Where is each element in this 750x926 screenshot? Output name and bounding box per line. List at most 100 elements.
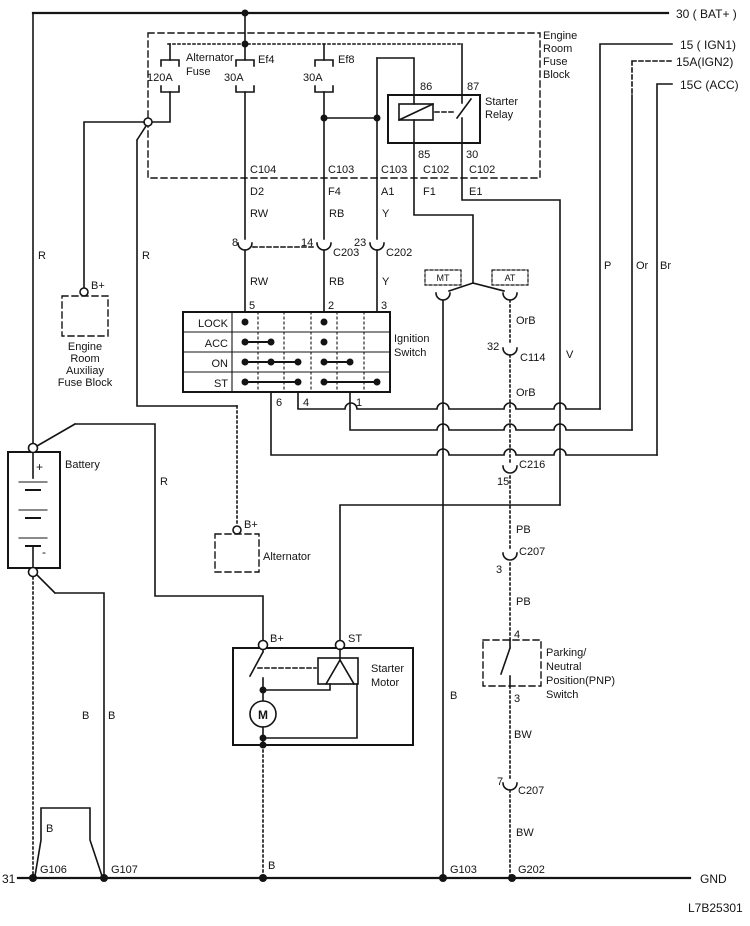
wire-color: B (82, 710, 89, 722)
ignition-pin-top: 5 (249, 300, 255, 312)
c203-pin8: 8 (232, 237, 238, 249)
alternator: R B+ Alternator (135, 124, 311, 573)
wire-color: Y (382, 276, 390, 288)
engine-room-fuse-block: Engine Room Fuse Block Alternator Fuse 1… (143, 12, 577, 179)
position-lock: LOCK (198, 318, 229, 330)
power-rails: 30 ( BAT+ ) 15 ( IGN1) 15A(IGN2) 15C (AC… (31, 7, 739, 456)
connector-pin: E1 (469, 186, 482, 198)
gnd-label: GND (700, 872, 727, 886)
connector-c216-icon (502, 465, 518, 474)
wire-color: B (450, 690, 457, 702)
relay-pin86: 86 (420, 81, 432, 93)
aux-name-4: Fuse Block (58, 377, 113, 389)
solenoid-icon (317, 657, 359, 685)
connector-name: C102 (423, 164, 449, 176)
ignition-switch: LOCK ACC ON ST Ignition Switch 6 4 1 (182, 311, 429, 409)
fuse-block-name-4: Block (543, 69, 570, 81)
rail-label-bat30: 30 ( BAT+ ) (676, 7, 737, 21)
aux-name-3: Auxiliay (66, 365, 104, 377)
c203-pin14: 14 (301, 237, 313, 249)
pnp-name-3: Position(PNP) (546, 675, 615, 687)
starter-terminal-b: B+ (270, 633, 284, 645)
wire-color: PB (516, 524, 531, 536)
c207-upper-name: C207 (519, 546, 545, 558)
wire-color: BW (514, 729, 532, 741)
c207-lower-pin: 7 (497, 776, 503, 788)
connector-name: C104 (250, 164, 276, 176)
wire-color: R (38, 250, 46, 262)
ground-bus: 31 G106 G107 G103 G202 GND (2, 864, 727, 886)
battery-minus-sign: - (42, 545, 46, 559)
ignition-pin-bottom: 4 (303, 397, 309, 409)
motor-symbol: M (258, 708, 268, 722)
rail-label-ign2: 15A(IGN2) (676, 55, 733, 69)
pnp-name-4: Switch (546, 689, 578, 701)
wire-color: Or (636, 260, 649, 272)
connector-pin: F1 (423, 186, 436, 198)
c207-lower-name: C207 (518, 785, 544, 797)
ignition-name-2: Switch (394, 347, 426, 359)
interface-connector-row: C104 D2 C103 F4 C103 A1 C102 F1 C102 E1 (250, 164, 495, 198)
relay-pin87: 87 (467, 81, 479, 93)
wire-color: B (46, 823, 53, 835)
wire-color: B (108, 710, 115, 722)
pnp-contact-icon (499, 639, 512, 687)
position-on: ON (212, 358, 229, 370)
battery-wires: R R B B B (32, 250, 264, 879)
starter-motor: B+ ST M Starter Motor B (232, 633, 414, 879)
variant-at: AT (505, 273, 516, 283)
aux-name-2: Room (70, 353, 99, 365)
connector-name: C103 (328, 164, 354, 176)
alternator-terminal: B+ (244, 519, 258, 531)
ignition-name-1: Ignition (394, 333, 429, 345)
wire-color: Y (382, 208, 390, 220)
at-branch: 32 C114 OrB OrB C216 15 PB C207 3 PB 4 P… (482, 299, 615, 879)
connector-name: C103 (381, 164, 407, 176)
relay-name-2: Relay (485, 109, 514, 121)
fuse-ef8-rating: 30A (303, 72, 323, 84)
fuse-block-name-2: Room (543, 43, 572, 55)
battery-plus-sign: + (36, 460, 43, 474)
fuse-ef8-id: Ef8 (338, 54, 355, 66)
wire-color: BW (516, 827, 534, 839)
position-st: ST (214, 378, 228, 390)
fuse-block-name-1: Engine (543, 30, 577, 42)
ignition-pin-bottom: 1 (356, 397, 362, 409)
wire-color: V (566, 349, 574, 361)
fuse-120a-label1: Alternator (186, 52, 234, 64)
document-number: L7B25301 (688, 901, 743, 915)
fuse-block-name-3: Fuse (543, 56, 567, 68)
aux-fuse-block: B+ Engine Room Auxiliay Fuse Block (58, 121, 145, 389)
c202-pin23: 23 (354, 237, 366, 249)
rail-label-acc: 15C (ACC) (680, 78, 739, 92)
ground-g106: G106 (40, 864, 67, 876)
fuse-ef4-id: Ef4 (258, 54, 275, 66)
fuse-ef4-rating: 30A (224, 72, 244, 84)
connector-pin: A1 (381, 186, 394, 198)
variant-mt: MT (437, 273, 450, 283)
ignition-feed-wires: RW RB Y 8 14 C203 23 C202 RW RB Y 5 2 3 (232, 177, 412, 313)
ground-g107: G107 (111, 864, 138, 876)
relay-contact-icon (455, 94, 473, 179)
wire-color: PB (516, 596, 531, 608)
pnp-name-1: Parking/ (546, 647, 587, 659)
fuse-block-outline (147, 32, 541, 179)
pnp-pin-out: 3 (514, 693, 520, 705)
connector-c114-icon (502, 347, 518, 356)
connector-pin: D2 (250, 186, 264, 198)
alternator-name: Alternator (263, 551, 311, 563)
wire-color: RB (329, 208, 344, 220)
c202-name: C202 (386, 247, 412, 259)
position-acc: ACC (205, 338, 228, 350)
wire-color: RW (250, 208, 269, 220)
c203-name: C203 (333, 247, 359, 259)
relay-name-1: Starter (485, 96, 518, 108)
wire-color: OrB (516, 315, 536, 327)
c114-pin: 32 (487, 341, 499, 353)
wire-color: P (604, 260, 611, 272)
ignition-pin-bottom: 6 (276, 397, 282, 409)
pnp-pin-in: 4 (514, 629, 520, 641)
connector-pin: F4 (328, 186, 341, 198)
